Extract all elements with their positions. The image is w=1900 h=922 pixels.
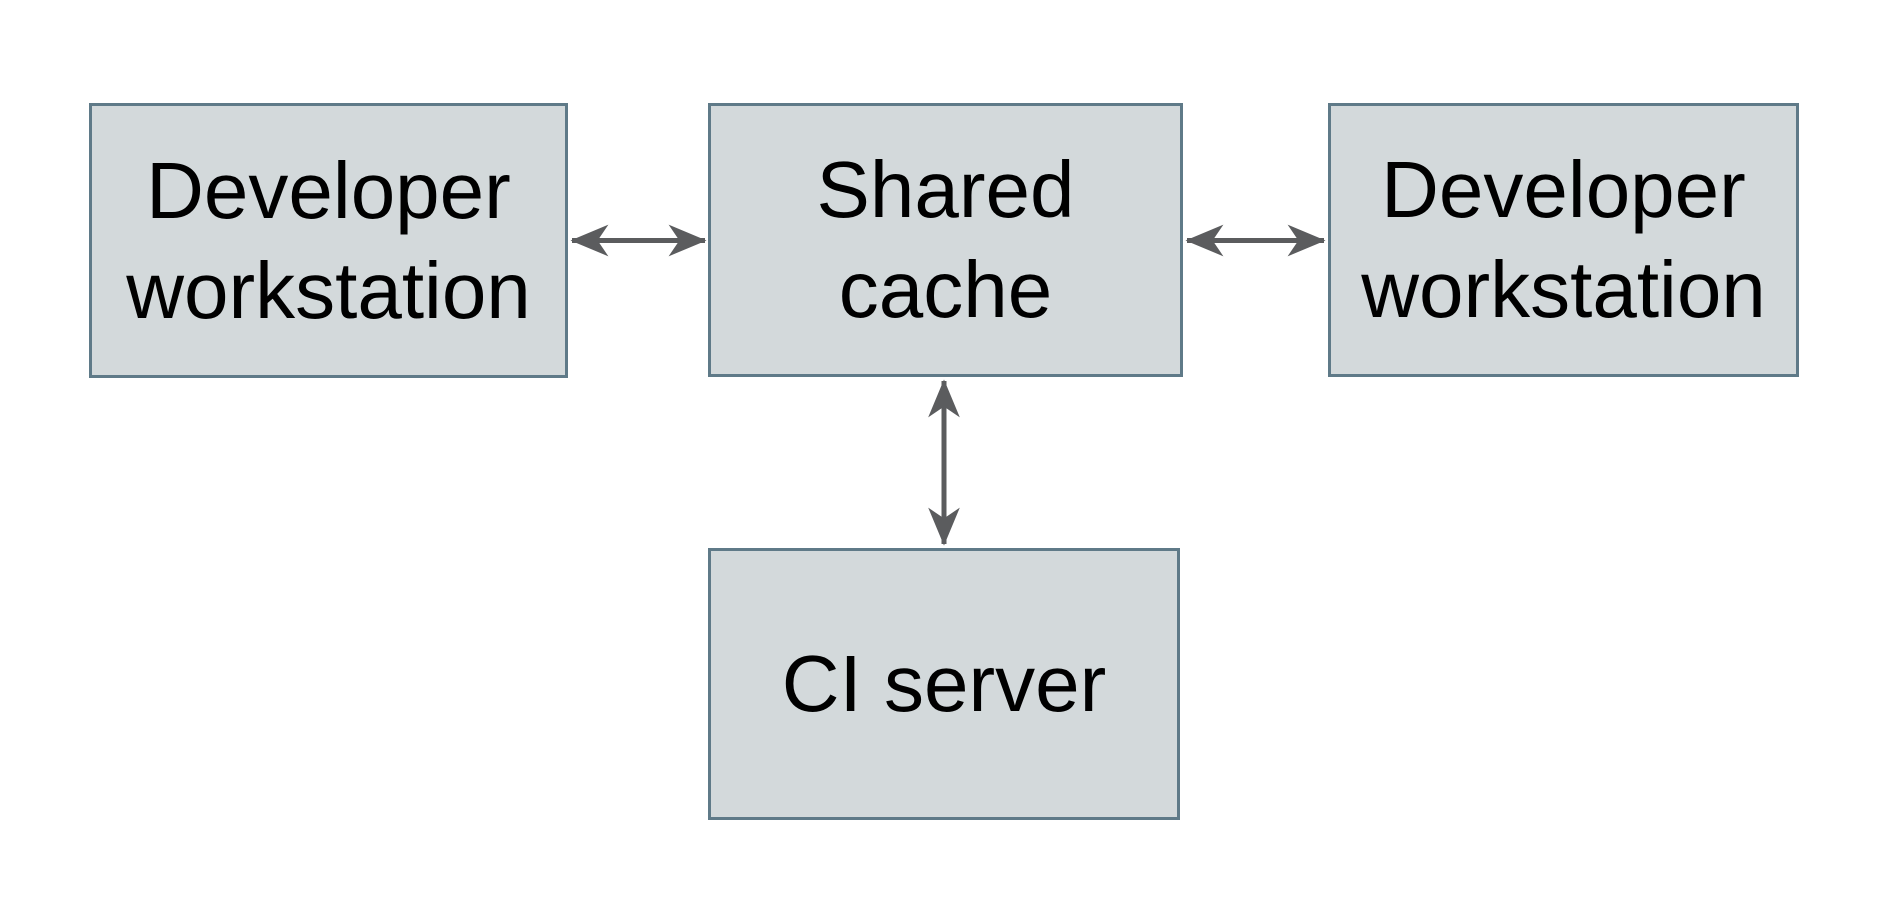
node-label: Shared cache [816, 145, 1075, 334]
node-shared-cache: Shared cache [708, 103, 1183, 377]
node-label: CI server [781, 639, 1107, 728]
node-label: Developer workstation [1361, 145, 1766, 334]
node-label: Developer workstation [126, 145, 531, 335]
node-ci-server: CI server [708, 548, 1180, 820]
node-developer-workstation-left: Developer workstation [89, 103, 568, 378]
node-developer-workstation-right: Developer workstation [1328, 103, 1799, 377]
